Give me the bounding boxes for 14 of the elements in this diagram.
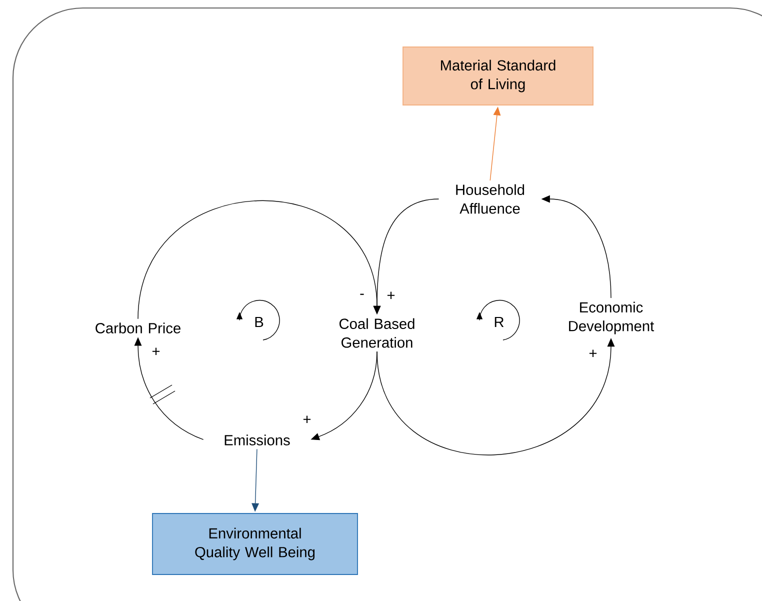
loop-label: B <box>255 316 264 328</box>
edge-label: - <box>360 294 364 295</box>
edge-label: + <box>152 348 160 355</box>
edge-label: + <box>387 292 395 299</box>
variable-label: Economic Development <box>569 302 654 334</box>
loop-label: R <box>494 316 504 328</box>
process-box: Environmental Quality Well Being <box>152 513 358 575</box>
variable-label: Household Affluence <box>456 184 524 214</box>
edge-label: + <box>303 416 311 423</box>
variable-label: Carbon Price <box>96 322 180 334</box>
edge-label: + <box>589 350 597 357</box>
variable-label: Emissions <box>224 434 290 446</box>
variable-label: Coal Based Generation <box>339 318 414 348</box>
process-box: Material Standard of Living <box>402 46 594 106</box>
